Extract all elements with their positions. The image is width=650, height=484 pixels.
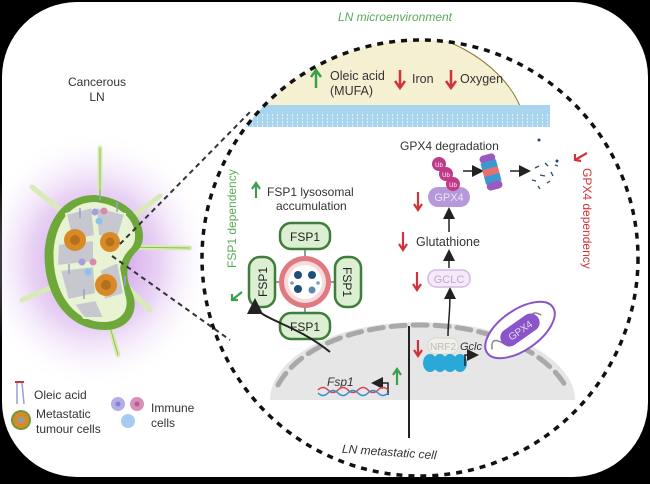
dna-helix-icon: [317, 386, 389, 397]
zoom-line-top: [119, 111, 251, 245]
nuclear-envelope: [275, 322, 568, 388]
fsp1-gene-label: Fsp1: [327, 375, 354, 389]
zoom-line-bottom: [111, 255, 231, 341]
svg-text:FSP1: FSP1: [290, 320, 320, 334]
up-arrow-icon: [309, 67, 323, 88]
cancerous-ln-title-2: LN: [89, 90, 104, 104]
fsp1-transport-arrow: [247, 298, 331, 353]
svg-text:Oxygen: Oxygen: [460, 72, 503, 86]
legend-immune-2: cells: [151, 416, 175, 430]
pathway-arrow: [443, 287, 456, 337]
fsp1-accumulation-1: FSP1 lysosomal: [267, 185, 354, 199]
transcription-arrow-icon: [371, 377, 389, 395]
ubiquitin-chain: Ub Ub Ub: [432, 157, 460, 191]
lymph-node: [19, 145, 193, 358]
gpx4-dependency-label: GPX4 dependency: [580, 168, 594, 269]
tumour-cells: [64, 229, 120, 296]
immune-cell-icon: [111, 397, 144, 428]
fsp1-protein-right: [333, 255, 363, 309]
svg-text:FSP1: FSP1: [256, 267, 270, 297]
up-arrow-icon: [230, 291, 243, 302]
up-arrow-icon: [392, 367, 402, 385]
svg-text:GPX4: GPX4: [434, 192, 463, 204]
fsp1-dependency-label: FSP1 dependency: [225, 169, 239, 268]
down-arrow-icon: [444, 70, 458, 91]
svg-text:(MUFA): (MUFA): [330, 84, 373, 98]
down-arrow-icon: [573, 152, 588, 163]
tumour-cell-icon: [11, 410, 31, 430]
down-arrow-icon: [412, 272, 422, 292]
svg-text:Ub: Ub: [449, 183, 457, 189]
fsp1-protein-top: [278, 221, 332, 251]
gclc-protein: [427, 269, 471, 288]
down-arrow-icon: [393, 70, 407, 91]
svg-text:Ub: Ub: [442, 173, 450, 179]
zoom-circle: [200, 38, 640, 478]
lysosome-complex: FSP1 FSP1 FSP1 FSP1: [247, 221, 363, 341]
svg-text:GCLC: GCLC: [434, 274, 465, 286]
mito-gpx4: [500, 313, 540, 347]
cell-label: LN metastatic cell: [342, 442, 438, 463]
peptide-fragments-icon: [531, 138, 559, 190]
legend: Oleic acid Metastatic tumour cells Immun…: [11, 381, 195, 436]
microenvironment-title: LN microenvironment: [338, 10, 453, 24]
svg-text:Iron: Iron: [412, 72, 434, 86]
gpx4-degradation-label: GPX4 degradation: [400, 139, 499, 153]
legend-immune-1: Immune: [151, 401, 195, 415]
fsp1-protein-bottom: [278, 311, 332, 341]
nucleosome-icon: [423, 354, 467, 372]
legend-oleic-acid: Oleic acid: [34, 388, 87, 402]
fsp1-accumulation-2: accumulation: [276, 199, 347, 213]
gpx4-protein: [428, 187, 470, 207]
svg-text:FSP1: FSP1: [290, 230, 320, 244]
down-arrow-icon: [398, 232, 408, 252]
proteasome-icon: [479, 153, 503, 191]
legend-tumour-2: tumour cells: [36, 422, 101, 436]
svg-text:NRF2: NRF2: [430, 342, 457, 353]
gclc-gene-label: Gclc: [460, 341, 483, 353]
svg-text:Ub: Ub: [435, 163, 443, 169]
factor-oleic-acid: Oleic acid (MUFA): [309, 67, 385, 98]
factor-iron: Iron: [393, 70, 434, 91]
down-arrow-icon: [413, 340, 423, 358]
transcription-arrow-icon: [464, 349, 479, 366]
svg-text:FSP1: FSP1: [340, 267, 354, 297]
legend-tumour-1: Metastatic: [36, 407, 91, 421]
down-arrow-icon: [413, 192, 423, 212]
glutathione-label: Glutathione: [416, 235, 480, 249]
factor-oxygen: Oxygen: [444, 70, 503, 91]
nrf2-factor: [427, 337, 459, 355]
cancerous-ln-title: Cancerous: [68, 75, 126, 89]
svg-text:Oleic acid: Oleic acid: [330, 69, 385, 83]
cell-membrane: [202, 105, 550, 127]
mitochondrion: GPX4: [484, 300, 556, 360]
up-arrow-icon: [251, 181, 261, 198]
oleic-acid-icon: [15, 381, 25, 405]
